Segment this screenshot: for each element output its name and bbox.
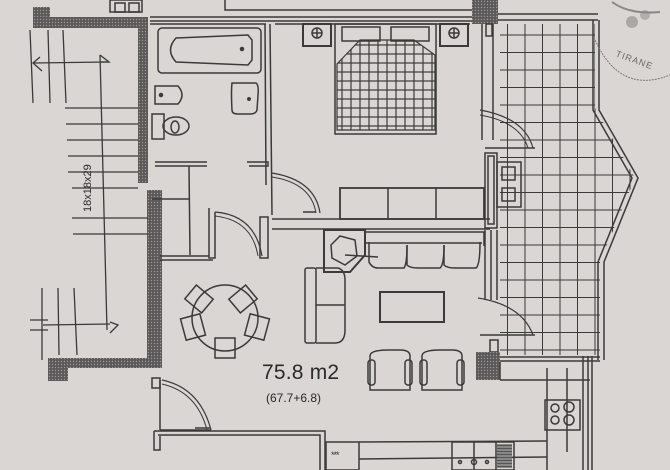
sofa-2-seat-icon: [304, 267, 346, 344]
corner-tv-unit-icon: [323, 229, 379, 273]
kitchen: [325, 356, 593, 470]
dining-table-icon: [179, 283, 271, 359]
stair-dimension-label: 18x18x29: [82, 164, 94, 212]
double-bed-icon: [334, 23, 437, 135]
bedroom: [275, 23, 485, 220]
stairwell-walls: [33, 7, 162, 381]
balcony: [498, 13, 639, 362]
nightstand-right-icon: [439, 23, 469, 47]
entrance-door: [151, 377, 326, 470]
nightstand-left-icon: [302, 23, 332, 47]
official-stamp: [594, 1, 670, 81]
toilet-icon: [151, 113, 190, 140]
wardrobe-icon: [339, 187, 485, 220]
bathroom: [150, 23, 273, 261]
armchair-right-icon: [419, 349, 465, 391]
armchair-left-icon: [367, 349, 413, 391]
sofa-3-seat-icon: [366, 231, 485, 269]
top-boundary: [109, 0, 476, 22]
bathtub-icon: [157, 27, 262, 74]
area-label: 75.8 m2 (67.7+6.8): [262, 361, 339, 405]
stove-icon: [550, 401, 575, 426]
coffee-table-icon: [379, 291, 445, 323]
stairs: [29, 29, 148, 360]
living-room: [304, 229, 485, 391]
sink-double-icon: [451, 441, 515, 470]
sink-icon: [230, 82, 259, 115]
kitchen-marker: ***: [331, 450, 339, 460]
area-breakdown: (67.7+6.8): [266, 391, 322, 405]
bidet-icon: [154, 85, 183, 105]
total-area: 75.8 m2: [262, 361, 340, 384]
